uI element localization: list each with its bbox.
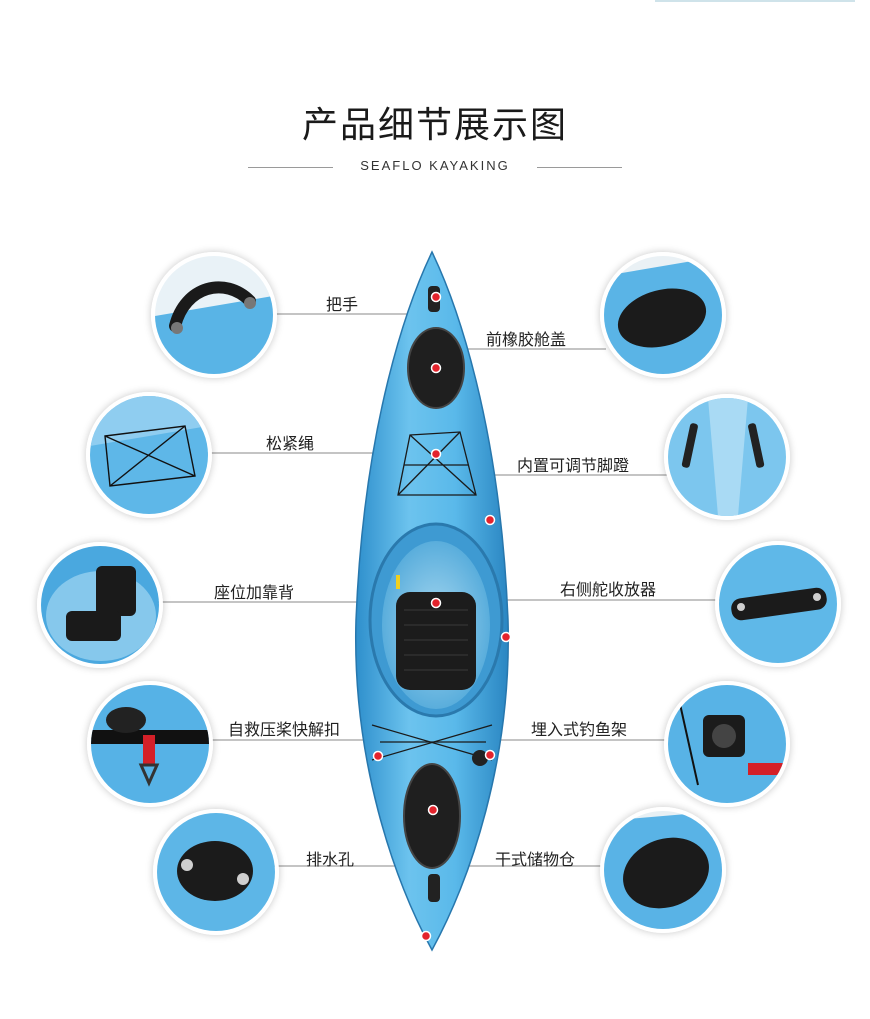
kayak-rear-bungee (371, 724, 493, 761)
detail-drain (153, 809, 279, 935)
kayak-bungee-net (397, 431, 477, 496)
detail-handle (151, 252, 277, 378)
kayak-seat-pattern (404, 609, 468, 671)
label-rudder: 右侧舵收放器 (560, 580, 657, 599)
detail-rudder (715, 541, 841, 667)
detail-seat (37, 542, 163, 668)
label-paddle-clip: 自救压桨快解扣 (228, 720, 341, 739)
kayak-rear-handle (428, 874, 440, 902)
label-footrest: 内置可调节脚蹬 (517, 456, 630, 475)
page-title: 产品细节展示图 (301, 105, 568, 146)
label-handle: 把手 (326, 295, 359, 314)
subtitle-rule-left (248, 167, 333, 168)
detail-dry-storage (600, 807, 726, 933)
label-front-hatch: 前橡胶舱盖 (486, 330, 567, 349)
label-rod-holder: 埋入式钓鱼架 (531, 720, 628, 739)
kayak-seat (396, 592, 476, 690)
page-subtitle: SEAFLO KAYAKING (360, 158, 510, 173)
kayak-rear-hatch (403, 763, 461, 869)
detail-bungee (86, 392, 212, 518)
kayak-rod-holder (472, 750, 488, 766)
subtitle-rule-right (537, 167, 622, 168)
label-bungee: 松紧绳 (266, 434, 315, 453)
kayak-markers (372, 291, 512, 942)
label-dry-storage: 干式储物仓 (495, 850, 576, 869)
kayak-seat-strap (396, 575, 400, 589)
label-seat: 座位加靠背 (214, 583, 295, 602)
label-drain: 排水孔 (306, 850, 355, 869)
detail-front-hatch (600, 252, 726, 378)
top-accent-bar (655, 0, 855, 2)
detail-paddle-clip (87, 681, 213, 807)
detail-footrest (664, 394, 790, 520)
detail-rod-holder (664, 681, 790, 807)
